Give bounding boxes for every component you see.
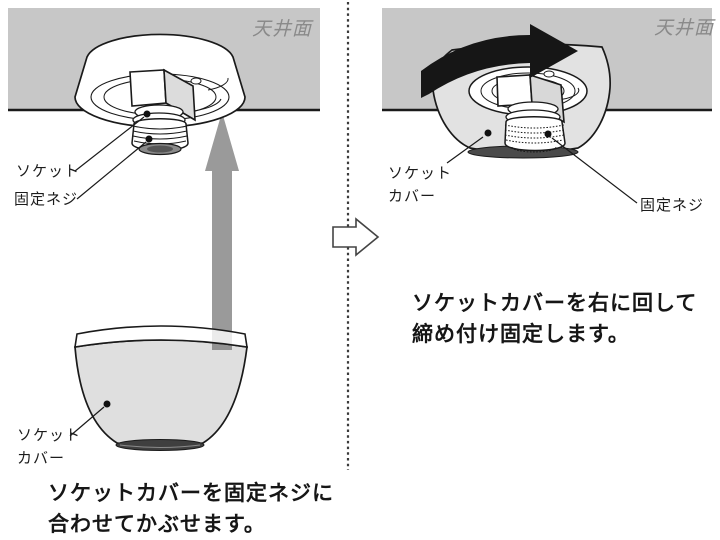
cover-rim-left	[74, 325, 248, 348]
left-caption-line2: 合わせてかぶせます。	[48, 513, 266, 536]
leader-dot-screw-left	[145, 135, 153, 143]
next-step-arrow-icon	[332, 217, 380, 257]
leader-line-cover-left	[69, 406, 105, 437]
rose-screw-dot-right	[543, 70, 555, 78]
right-caption-line2: 締め付け固定します。	[412, 323, 630, 346]
right-step-caption: ソケットカバーを右に回して締め付け固定します。	[412, 288, 697, 350]
leader-line-screw-left	[76, 141, 147, 200]
cover-opening-left	[115, 439, 205, 451]
leader-dot-cover-left	[103, 400, 111, 408]
socket-cover-label-left: ソケット カバー	[17, 427, 82, 467]
fixing-screw-label-left: 固定ネジ	[14, 191, 79, 208]
socket-cover-label-right: ソケット カバー	[388, 165, 453, 205]
left-step-caption: ソケットカバーを固定ネジに合わせてかぶせます。	[48, 478, 334, 540]
right-caption-line1: ソケットカバーを右に回して	[412, 292, 698, 315]
fixing-screw-right	[504, 101, 566, 153]
leader-line-cover-right	[446, 136, 484, 164]
ceiling-surface-label-left: 天井面	[252, 19, 313, 40]
left-step	[8, 8, 320, 451]
rose-screw-dot	[190, 77, 202, 85]
socket-cover-mounted	[431, 43, 611, 159]
leader-dot-socket	[143, 110, 151, 118]
leader-line-screw-right	[551, 137, 638, 204]
rotate-right-arrow-icon	[421, 24, 578, 98]
socket-cover-left	[74, 325, 248, 451]
up-arrow-icon	[205, 112, 239, 350]
lamp-socket-left	[129, 68, 196, 122]
leader-dot-cover-right	[484, 129, 492, 137]
ceiling-surface-label-right: 天井面	[654, 18, 715, 39]
socket-label: ソケット	[16, 163, 81, 180]
left-caption-line1: ソケットカバーを固定ネジに	[48, 482, 334, 505]
leader-dot-screw-right	[544, 130, 552, 138]
fixing-screw-label-right: 固定ネジ	[640, 197, 705, 214]
leader-line-socket	[74, 116, 145, 172]
right-step	[382, 8, 712, 204]
